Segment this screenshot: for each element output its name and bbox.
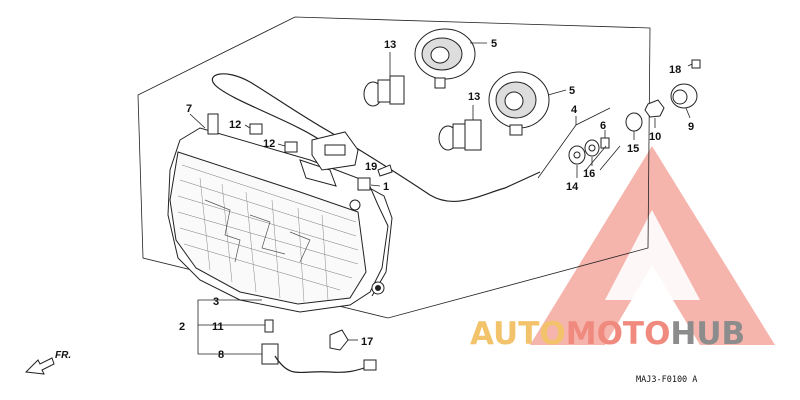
part-label-8: 8	[218, 349, 224, 361]
screw-19	[377, 164, 393, 177]
watermark-auto: AUTO	[470, 316, 566, 352]
screw-12-lower	[284, 141, 298, 153]
adjuster-bracket	[311, 131, 359, 171]
part-label-12-upper: 12	[229, 119, 241, 131]
part-label-17: 17	[361, 336, 373, 348]
part-label-15: 15	[627, 143, 639, 155]
leader-lines	[189, 42, 693, 355]
watermark-moto: MOTO	[565, 316, 671, 352]
part-label-19: 19	[365, 161, 377, 173]
part-label-16: 16	[583, 168, 595, 180]
pin-6	[600, 137, 610, 149]
front-direction-arrow: FR.	[24, 350, 71, 375]
part-label-1: 1	[383, 181, 389, 193]
bulb-lower	[438, 119, 482, 151]
part-label-6: 6	[600, 120, 606, 132]
screw-12-upper	[249, 123, 263, 135]
part-label-3: 3	[213, 296, 219, 308]
watermark-brand-text: AUTOMOTOHUB	[470, 316, 745, 352]
part-label-12-lower: 12	[263, 138, 275, 150]
watermark-hub: HUB	[670, 316, 746, 352]
adjuster-cable	[211, 73, 541, 203]
part-label-14: 14	[566, 181, 579, 193]
bulb-11	[264, 319, 274, 333]
part-label-7: 7	[186, 103, 192, 115]
socket-harness-8	[261, 343, 377, 374]
headlight-housing	[167, 113, 393, 313]
figure-code: MAJ3-F0100 A	[636, 375, 697, 385]
dust-cover-upper	[414, 28, 476, 89]
bulb-upper	[363, 75, 405, 107]
part-label-13-lower: 13	[468, 91, 480, 103]
nut-15	[625, 112, 643, 132]
nut-17	[329, 329, 349, 351]
part-label-9: 9	[688, 121, 694, 133]
assembly-outline	[137, 16, 651, 319]
part-label-13-upper: 13	[384, 39, 396, 51]
part-label-10: 10	[649, 131, 661, 143]
watermark-logo-triangle	[530, 146, 775, 345]
screw-18	[691, 59, 701, 69]
part-label-2: 2	[179, 321, 185, 333]
washer-14	[568, 145, 586, 165]
part-label-5-upper: 5	[491, 38, 497, 50]
clip-1	[357, 177, 371, 191]
knob-9	[670, 83, 698, 109]
front-indicator-label: FR.	[55, 350, 71, 361]
dust-cover-lower	[488, 71, 550, 136]
part-label-11: 11	[212, 321, 224, 333]
part-label-4: 4	[571, 104, 578, 116]
part-label-5-lower: 5	[569, 85, 575, 97]
nut-10	[644, 99, 665, 118]
washer-16	[584, 139, 600, 157]
part-label-18: 18	[669, 64, 681, 76]
